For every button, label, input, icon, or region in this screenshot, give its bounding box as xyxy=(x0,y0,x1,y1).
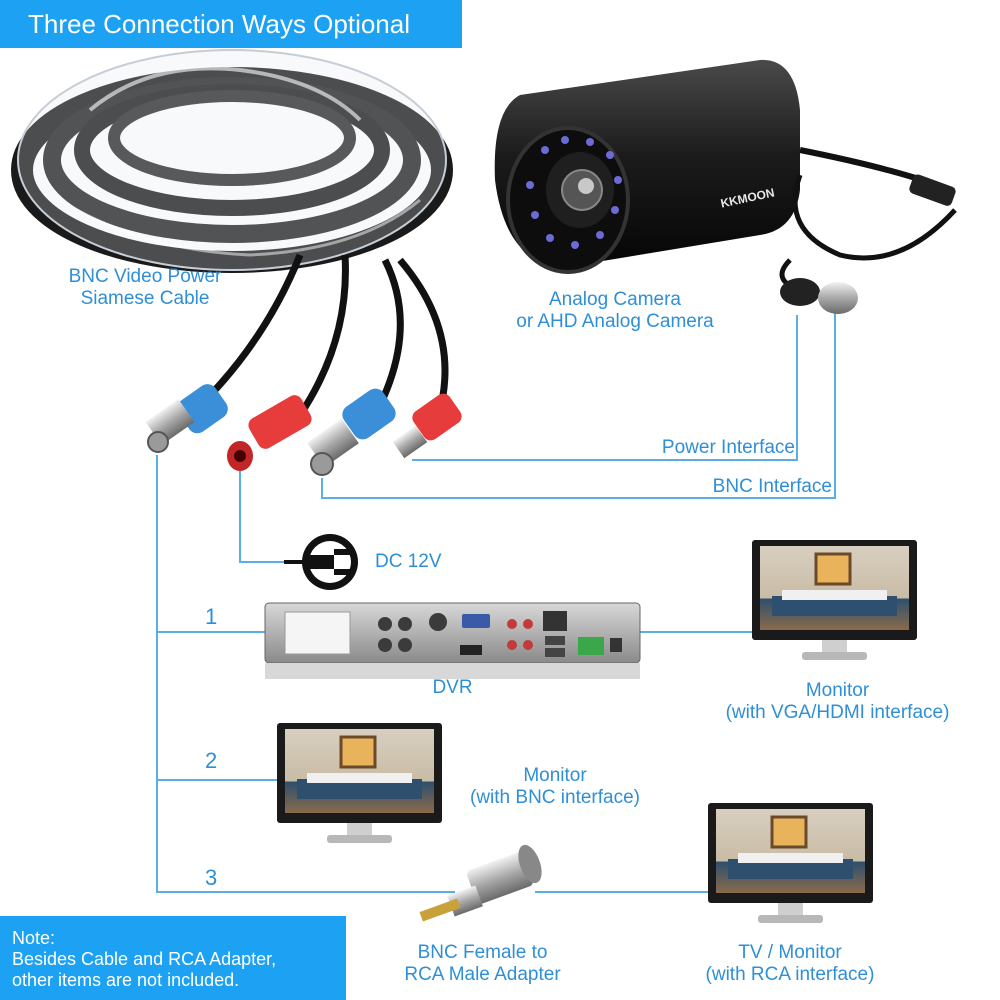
bnc-connector-right xyxy=(307,388,396,476)
dc-female-connector xyxy=(227,395,312,471)
tv-monitor-rca xyxy=(708,803,873,925)
dc-plug-icon xyxy=(284,534,358,590)
monitor-vga-label-line2: (with VGA/HDMI interface) xyxy=(725,702,950,723)
line-dc xyxy=(239,468,300,563)
monitor-bnc-label-line1: Monitor xyxy=(523,765,587,786)
cable-label-line1: BNC Video Power xyxy=(68,266,222,287)
tv-label-line1: TV / Monitor xyxy=(738,942,842,963)
cable-label-line2: Siamese Cable xyxy=(80,288,210,309)
note-box: Note: Besides Cable and RCA Adapter, oth… xyxy=(0,916,346,1000)
step-2: 2 xyxy=(205,748,218,773)
siamese-cable-coil xyxy=(11,49,453,273)
bnc-interface-label: BNC Interface xyxy=(712,476,832,497)
step-3: 3 xyxy=(205,865,218,890)
bnc-rca-adapter xyxy=(419,844,542,922)
monitor-bnc xyxy=(277,723,442,845)
monitor-bnc-label-line2: (with BNC interface) xyxy=(470,787,640,808)
analog-camera xyxy=(494,59,957,314)
monitor-vga-hdmi xyxy=(752,540,917,662)
camera-label: Analog Camera or AHD Analog Camera xyxy=(480,289,750,333)
title-banner: Three Connection Ways Optional xyxy=(0,0,462,48)
step-1: 1 xyxy=(205,604,218,629)
note-line2: other items are not included. xyxy=(12,970,240,990)
tv-label-line2: (with RCA interface) xyxy=(705,964,875,985)
bnc-connector-left xyxy=(145,384,228,453)
monitor-bnc-label: Monitor (with BNC interface) xyxy=(445,765,665,809)
line-bnc-interface xyxy=(321,312,836,499)
power-interface-label: Power Interface xyxy=(661,437,795,458)
dvr-label: DVR xyxy=(432,677,473,698)
adapter-label-line2: RCA Male Adapter xyxy=(404,964,561,985)
line-bnc-main xyxy=(156,455,455,893)
dc-male-connector xyxy=(392,393,462,459)
dvr-device xyxy=(264,602,641,679)
monitor-vga-label-line1: Monitor xyxy=(805,680,870,701)
connection-lines xyxy=(156,312,836,893)
line-power-interface xyxy=(412,315,798,461)
adapter-label-line1: BNC Female to xyxy=(417,942,548,963)
camera-label-line2: or AHD Analog Camera xyxy=(516,311,714,332)
note-line1: Besides Cable and RCA Adapter, xyxy=(12,949,277,969)
monitor-vga-label: Monitor (with VGA/HDMI interface) xyxy=(695,680,980,724)
adapter-label: BNC Female to RCA Male Adapter xyxy=(375,942,590,986)
camera-label-line1: Analog Camera xyxy=(548,289,682,310)
title-text: Three Connection Ways Optional xyxy=(28,9,411,39)
cable-label: BNC Video Power Siamese Cable xyxy=(40,266,250,310)
tv-label: TV / Monitor (with RCA interface) xyxy=(680,942,900,986)
note-heading: Note: xyxy=(12,928,56,948)
dc-label: DC 12V xyxy=(375,551,442,572)
